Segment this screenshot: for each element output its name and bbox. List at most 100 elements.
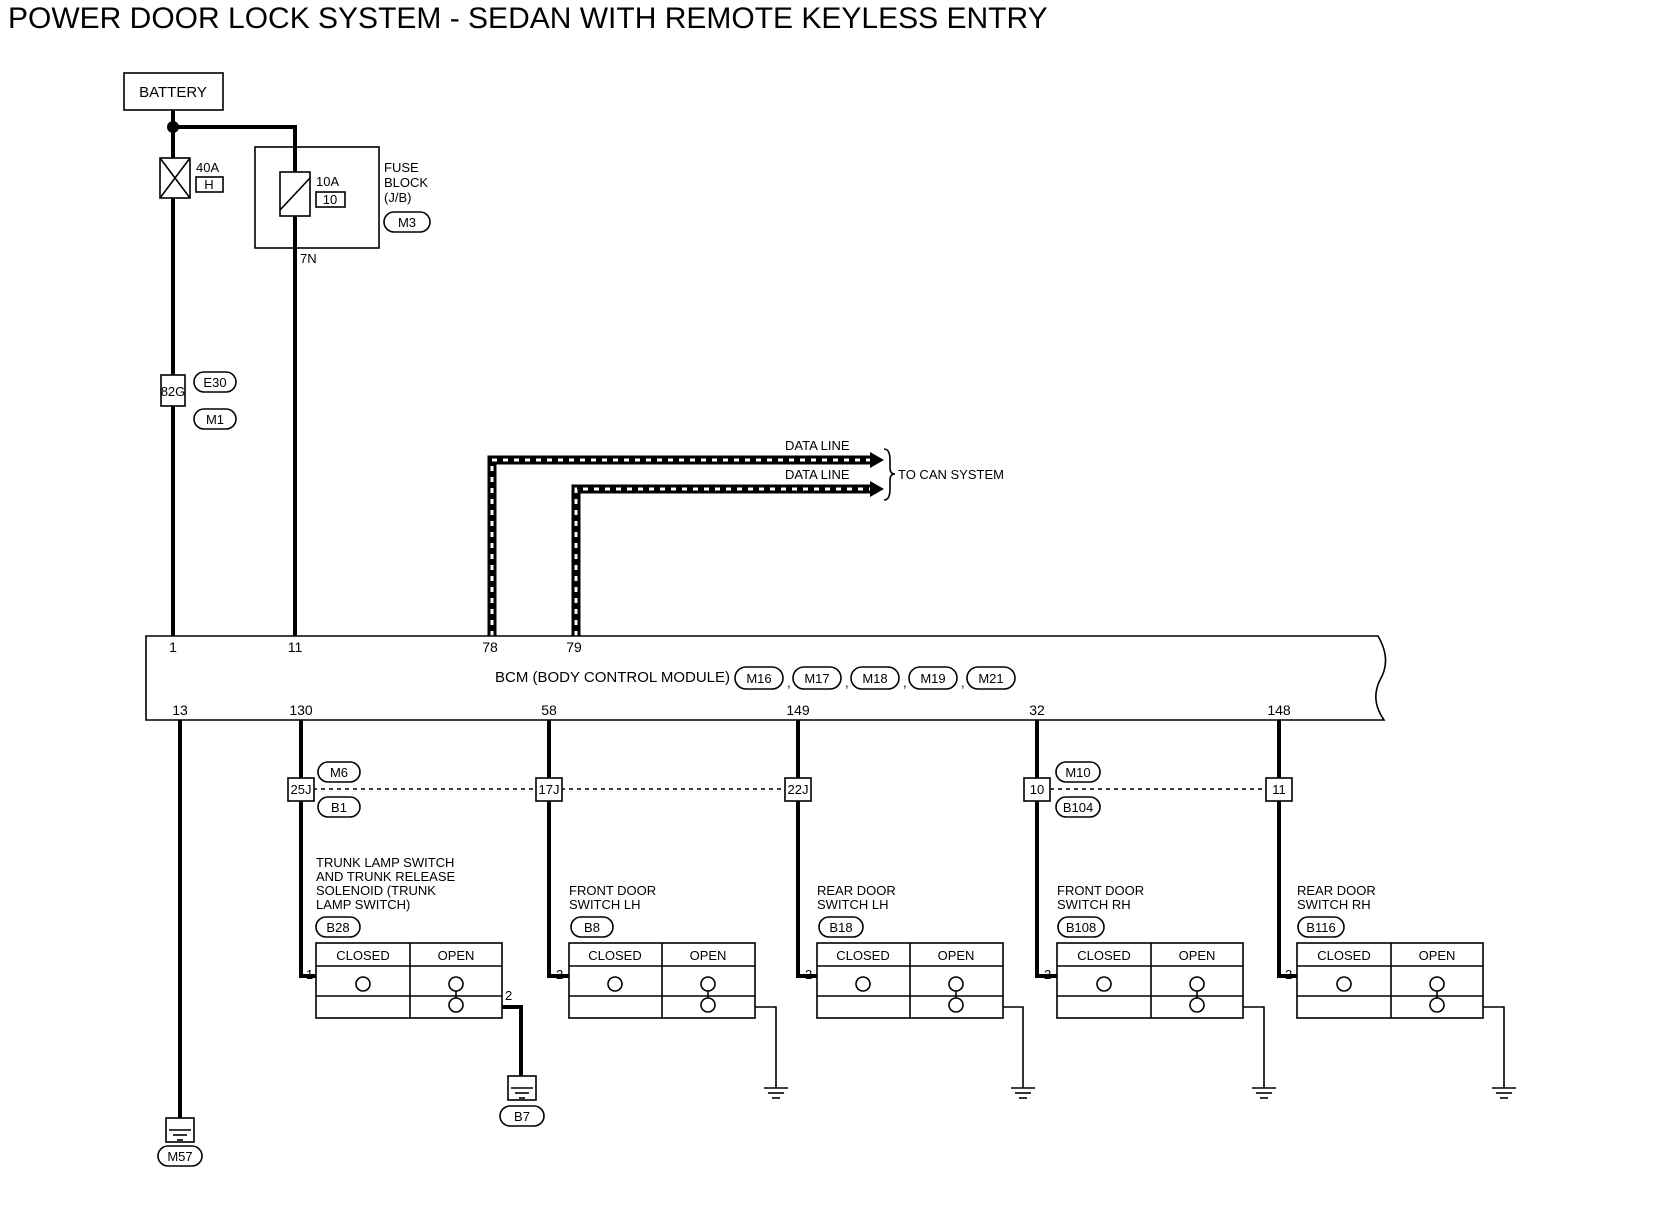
connector-b108: B108 [1066, 920, 1096, 935]
state-open-label: OPEN [438, 948, 475, 963]
switch-trunk-lamp: TRUNK LAMP SWITCH AND TRUNK RELEASE SOLE… [306, 855, 545, 1127]
svg-text:2: 2 [805, 967, 812, 982]
connector-m6: M6 [330, 765, 348, 780]
joint-17j: 17J [539, 782, 560, 797]
joint-22j: 22J [788, 782, 809, 797]
svg-text:SOLENOID (TRUNK: SOLENOID (TRUNK [316, 883, 436, 898]
bcm-pin-130: 130 [289, 702, 313, 718]
connector-m1: M1 [206, 412, 224, 427]
svg-text:CLOSED: CLOSED [1317, 948, 1370, 963]
bcm-connector-m19: M19 [920, 671, 945, 686]
connector-b104: B104 [1063, 800, 1093, 815]
svg-text:OPEN: OPEN [1419, 948, 1456, 963]
fuse-block: 10A 10 FUSE BLOCK (J/B) M3 7N [254, 146, 431, 266]
svg-text:SWITCH LH: SWITCH LH [817, 897, 889, 912]
battery-feed-wire [171, 110, 297, 145]
joint-10: 10 [1030, 782, 1044, 797]
svg-text:LAMP SWITCH): LAMP SWITCH) [316, 897, 410, 912]
trunk-switch-pin-2: 2 [505, 988, 512, 1003]
fuse-block-label-3: (J/B) [384, 190, 411, 205]
bcm-module: 1 11 78 79 BCM (BODY CONTROL MODULE) M16… [145, 635, 1387, 721]
fuse-rating: 10A [316, 174, 339, 189]
fuse-block-label-2: BLOCK [384, 175, 428, 190]
connector-e30: E30 [203, 375, 226, 390]
connector-m57: M57 [167, 1149, 192, 1164]
svg-text:TRUNK LAMP SWITCH: TRUNK LAMP SWITCH [316, 855, 454, 870]
svg-text:OPEN: OPEN [1179, 948, 1216, 963]
bcm-pin-149: 149 [786, 702, 810, 718]
bcm-pin-78: 78 [482, 639, 498, 655]
switch-rear-door-rh: REAR DOOR SWITCH RH B116 CLOSED OPEN 2 [1285, 883, 1516, 1099]
svg-text:2: 2 [1044, 967, 1051, 982]
svg-text:BATTERY: BATTERY [139, 84, 207, 101]
can-system-label: TO CAN SYSTEM [898, 467, 1004, 482]
wire-bcm-130-to-trunk-switch [299, 720, 316, 978]
svg-text:SWITCH LH: SWITCH LH [569, 897, 641, 912]
svg-text:,: , [903, 675, 907, 690]
bcm-label: BCM (BODY CONTROL MODULE) [495, 669, 730, 686]
bcm-pin-11: 11 [288, 639, 303, 655]
svg-text:2: 2 [1285, 967, 1292, 982]
diagram-title: POWER DOOR LOCK SYSTEM - SEDAN WITH REMO… [8, 2, 1048, 35]
svg-text:,: , [845, 675, 849, 690]
bcm-pin-13: 13 [172, 702, 188, 718]
harness-joint-right: 10 11 M10 B104 [1023, 761, 1293, 818]
connector-b1: B1 [331, 800, 347, 815]
svg-text:82G: 82G [161, 384, 186, 399]
svg-text:,: , [961, 675, 965, 690]
fusible-link-40a: 40A H [159, 157, 224, 199]
svg-text:,: , [787, 675, 791, 690]
can-data-lines: DATA LINE DATA LINE TO CAN SYSTEM [487, 438, 1004, 636]
bcm-pin-32: 32 [1029, 702, 1045, 718]
wire-bcm-149-to-rear-door-lh [796, 720, 817, 978]
ground-symbol-m57: M57 [157, 1117, 203, 1167]
connector-b28: B28 [326, 920, 349, 935]
joint-11: 11 [1272, 782, 1286, 797]
svg-text:SWITCH RH: SWITCH RH [1297, 897, 1371, 912]
data-line-label-1: DATA LINE [785, 438, 850, 453]
trunk-switch-pin-1: 1 [306, 967, 313, 982]
svg-text:CLOSED: CLOSED [588, 948, 641, 963]
connector-m10: M10 [1065, 765, 1090, 780]
bcm-connector-m17: M17 [804, 671, 829, 686]
svg-text:REAR DOOR: REAR DOOR [1297, 883, 1376, 898]
connector-b18: B18 [829, 920, 852, 935]
fuse-block-label-1: FUSE [384, 160, 419, 175]
battery: BATTERY [123, 72, 224, 111]
switch-rear-door-lh: REAR DOOR SWITCH LH B18 CLOSED OPEN 2 [805, 883, 1035, 1099]
data-line-label-2: DATA LINE [785, 467, 850, 482]
switch-front-door-lh: FRONT DOOR SWITCH LH B8 CLOSED OPEN 2 [556, 883, 788, 1099]
fuse-terminal-7n: 7N [300, 251, 317, 266]
bcm-pin-1: 1 [169, 639, 177, 655]
harness-joint-left: 25J 17J 22J M6 B1 [287, 761, 812, 818]
bcm-pin-58: 58 [541, 702, 557, 718]
wire-bcm-148-to-rear-door-rh [1277, 720, 1297, 978]
svg-text:OPEN: OPEN [690, 948, 727, 963]
fusible-link-rating: 40A [196, 160, 219, 175]
wire-bcm-58-to-front-door-lh [547, 720, 569, 978]
svg-text:FRONT DOOR: FRONT DOOR [1057, 883, 1144, 898]
svg-text:OPEN: OPEN [938, 948, 975, 963]
svg-text:FRONT DOOR: FRONT DOOR [569, 883, 656, 898]
joint-25j: 25J [291, 782, 312, 797]
bcm-connector-m21: M21 [978, 671, 1003, 686]
svg-text:CLOSED: CLOSED [836, 948, 889, 963]
connector-b116: B116 [1306, 920, 1335, 935]
connector-m3: M3 [398, 215, 416, 230]
wire-bcm-32-to-front-door-rh [1035, 720, 1057, 978]
fuse-id: 10 [323, 192, 337, 207]
svg-text:2: 2 [556, 967, 563, 982]
state-closed-label: CLOSED [336, 948, 389, 963]
bcm-pin-148: 148 [1267, 702, 1291, 718]
bcm-connector-m18: M18 [862, 671, 887, 686]
svg-text:REAR DOOR: REAR DOOR [817, 883, 896, 898]
svg-text:CLOSED: CLOSED [1077, 948, 1130, 963]
switch-front-door-rh: FRONT DOOR SWITCH RH B108 CLOSED OPEN 2 [1044, 883, 1276, 1099]
svg-text:SWITCH RH: SWITCH RH [1057, 897, 1131, 912]
bcm-connector-m16: M16 [746, 671, 771, 686]
joint-82g: 82G E30 M1 [160, 371, 237, 430]
connector-b8: B8 [584, 920, 600, 935]
connector-b7: B7 [514, 1109, 530, 1124]
svg-text:AND TRUNK RELEASE: AND TRUNK RELEASE [316, 869, 456, 884]
bcm-pin-79: 79 [566, 639, 582, 655]
